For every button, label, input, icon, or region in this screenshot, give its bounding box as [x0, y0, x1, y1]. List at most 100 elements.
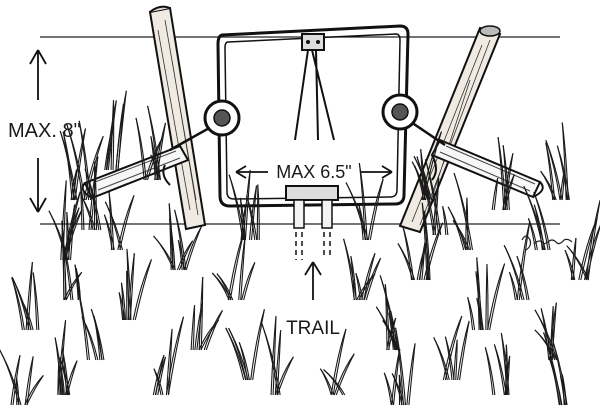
- grass-blade: [69, 204, 76, 261]
- grass-blade: [363, 253, 376, 301]
- grass-blade: [192, 305, 196, 351]
- grass-blade: [250, 185, 258, 241]
- grass-blade: [11, 277, 25, 331]
- grass-blade: [572, 237, 577, 281]
- grass-blade: [62, 180, 67, 261]
- max-width-label: MAX 6.5": [276, 162, 351, 182]
- grass-blade: [225, 327, 245, 381]
- width-dimension: [235, 165, 393, 179]
- grass-blade: [154, 355, 165, 396]
- grass-blade: [153, 368, 164, 396]
- grass-blade: [157, 356, 167, 396]
- grass-blade: [424, 159, 442, 236]
- grass-blade: [358, 162, 368, 241]
- grass-blade: [564, 249, 576, 281]
- grass-blade: [476, 257, 482, 331]
- grass-blade: [323, 369, 346, 396]
- grass-blade: [257, 184, 260, 241]
- grass-blade: [545, 142, 556, 201]
- grass-blade: [134, 259, 152, 321]
- grass-blade: [493, 178, 499, 211]
- grass-blade: [252, 309, 265, 381]
- grass-tufts: [0, 90, 600, 406]
- grass-blade: [560, 376, 568, 406]
- grass-blade: [146, 137, 163, 181]
- grass-blade: [32, 272, 40, 331]
- grass-blade: [104, 201, 124, 251]
- grass-blade: [506, 355, 511, 396]
- grass-blade: [216, 273, 234, 301]
- grass-blade: [455, 339, 458, 381]
- grass-blade: [261, 323, 281, 396]
- grass-blade: [85, 136, 104, 201]
- grass-blade: [74, 128, 87, 201]
- grass-blade: [90, 308, 105, 361]
- grass-blade: [256, 184, 259, 241]
- grass-blade: [484, 347, 496, 396]
- right-stake: [398, 25, 502, 234]
- trigger-prongs: [294, 49, 335, 141]
- grass-blade: [459, 320, 470, 381]
- grass-blade: [225, 327, 247, 381]
- grass-blade: [500, 332, 510, 396]
- grass-blade: [548, 356, 563, 406]
- grass-blade: [276, 330, 282, 396]
- grass-blade: [508, 271, 518, 301]
- grass-blade: [442, 206, 449, 236]
- grass-blade: [397, 243, 416, 281]
- grass-blade: [489, 263, 506, 331]
- grass-blade: [78, 120, 92, 201]
- grass-blade: [120, 282, 126, 321]
- grass-blade: [135, 117, 147, 181]
- grass-blade: [319, 368, 334, 396]
- grass-blade: [11, 277, 23, 331]
- trap-frame: [203, 24, 419, 208]
- grass-blade: [485, 264, 488, 331]
- grass-blade: [447, 206, 467, 251]
- grass-blade: [107, 100, 117, 171]
- grass-blade: [332, 328, 347, 396]
- grass-blade: [398, 374, 403, 406]
- grass-blade: [379, 275, 399, 351]
- grass-blade: [245, 195, 258, 241]
- grass-blade: [66, 124, 86, 201]
- grass-blade: [205, 310, 224, 351]
- grass-blade: [369, 178, 384, 241]
- grass-blade: [168, 203, 174, 271]
- grass-blade: [486, 264, 489, 331]
- grass-blade: [59, 364, 65, 396]
- grass-blade: [76, 283, 90, 361]
- grass-blade: [545, 140, 563, 201]
- grass-blade: [540, 170, 557, 201]
- grass-blade: [447, 206, 465, 251]
- grass-blade: [167, 328, 173, 396]
- trail-label: TRAIL: [286, 318, 340, 339]
- grass-blade: [444, 336, 455, 381]
- grass-blade: [174, 209, 187, 271]
- grass-blade: [48, 210, 69, 261]
- grass-blade: [335, 353, 355, 396]
- grass-blade: [117, 103, 125, 171]
- grass-blade: [493, 344, 505, 396]
- grass-blade: [433, 337, 450, 381]
- grass-blade: [533, 192, 551, 251]
- grass-blade: [587, 200, 600, 281]
- grass-blade: [534, 309, 558, 361]
- grass-blade: [414, 165, 427, 201]
- grass-blade: [319, 368, 332, 396]
- left-stake: [148, 5, 207, 231]
- artist-signature: [521, 235, 573, 251]
- grass-blade: [239, 197, 246, 241]
- grass-blade: [11, 276, 32, 331]
- grass-blade: [94, 161, 98, 231]
- grass-blade: [58, 364, 61, 396]
- grass-blade: [66, 360, 78, 396]
- grass-blade: [119, 195, 135, 251]
- grass-blade: [383, 372, 394, 406]
- grass-blade: [580, 217, 598, 281]
- grass-blade: [467, 297, 476, 331]
- grass-blade: [433, 337, 448, 381]
- grass-blade: [408, 343, 416, 406]
